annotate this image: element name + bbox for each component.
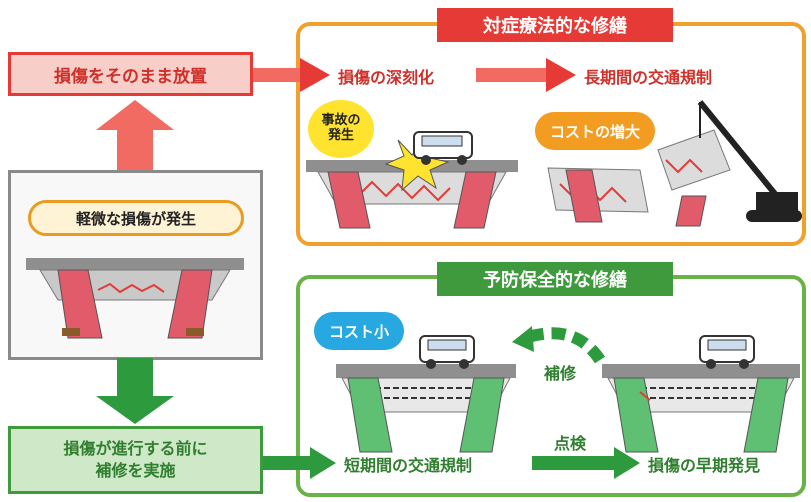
accident-line2: 発生 [327, 128, 354, 143]
red-arrow-to-long-closure [476, 58, 576, 92]
early-repair-line2: 補修を実施 [95, 461, 176, 480]
early-repair-box: 損傷が進行する前に 補修を実施 [8, 426, 263, 494]
long-traffic-closure-label: 長期間の交通規制 [584, 68, 713, 87]
preventive-repair-title: 予防保全的な修繕 [483, 270, 627, 291]
preventive-repair-header: 予防保全的な修繕 [437, 262, 673, 296]
minor-damage-label: 軽微な損傷が発生 [75, 209, 196, 228]
repair-cycle-arrow [512, 326, 606, 364]
green-arrow-to-short-closure [263, 447, 336, 479]
neglect-damage-label: 損傷をそのまま放置 [54, 66, 207, 87]
symptomatic-repair-title: 対症療法的な修繕 [483, 16, 627, 37]
red-arrow-to-worsening [253, 58, 330, 92]
crane-icon [697, 100, 802, 222]
neglect-damage-box: 損傷をそのまま放置 [8, 52, 253, 96]
short-traffic-closure-label: 短期間の交通規制 [344, 456, 473, 475]
minor-damage-pill: 軽微な損傷が発生 [28, 200, 244, 236]
early-detection-label: 損傷の早期発見 [648, 456, 761, 475]
low-cost-badge: コスト小 [314, 312, 404, 350]
accident-bridge [306, 131, 518, 229]
cost-increase-label: コストの増大 [549, 122, 640, 141]
symptomatic-repair-header: 対症療法的な修繕 [437, 8, 673, 42]
car-icon-bottom-right [699, 335, 755, 369]
repair-label: 補修 [544, 364, 577, 383]
reconstruction-bridge [547, 129, 731, 227]
low-cost-label: コスト小 [328, 322, 389, 341]
repaired-bridge [336, 335, 516, 453]
cost-increase-badge: コストの増大 [535, 112, 655, 150]
inspected-bridge [602, 335, 800, 453]
damage-worsening-label: 損傷の深刻化 [338, 68, 435, 87]
accident-line1: 事故の [321, 113, 361, 129]
early-repair-line1: 損傷が進行する前に [63, 439, 208, 459]
up-red-arrow [96, 100, 174, 170]
car-icon [413, 131, 473, 165]
down-green-arrow [96, 358, 174, 424]
accident-bubble: 事故の 発生 [308, 100, 374, 158]
inspection-label: 点検 [554, 434, 587, 453]
car-icon-bottom-left [419, 335, 475, 369]
green-arrow-to-early-detection [532, 447, 640, 479]
minor-damage-bridge [26, 258, 244, 339]
